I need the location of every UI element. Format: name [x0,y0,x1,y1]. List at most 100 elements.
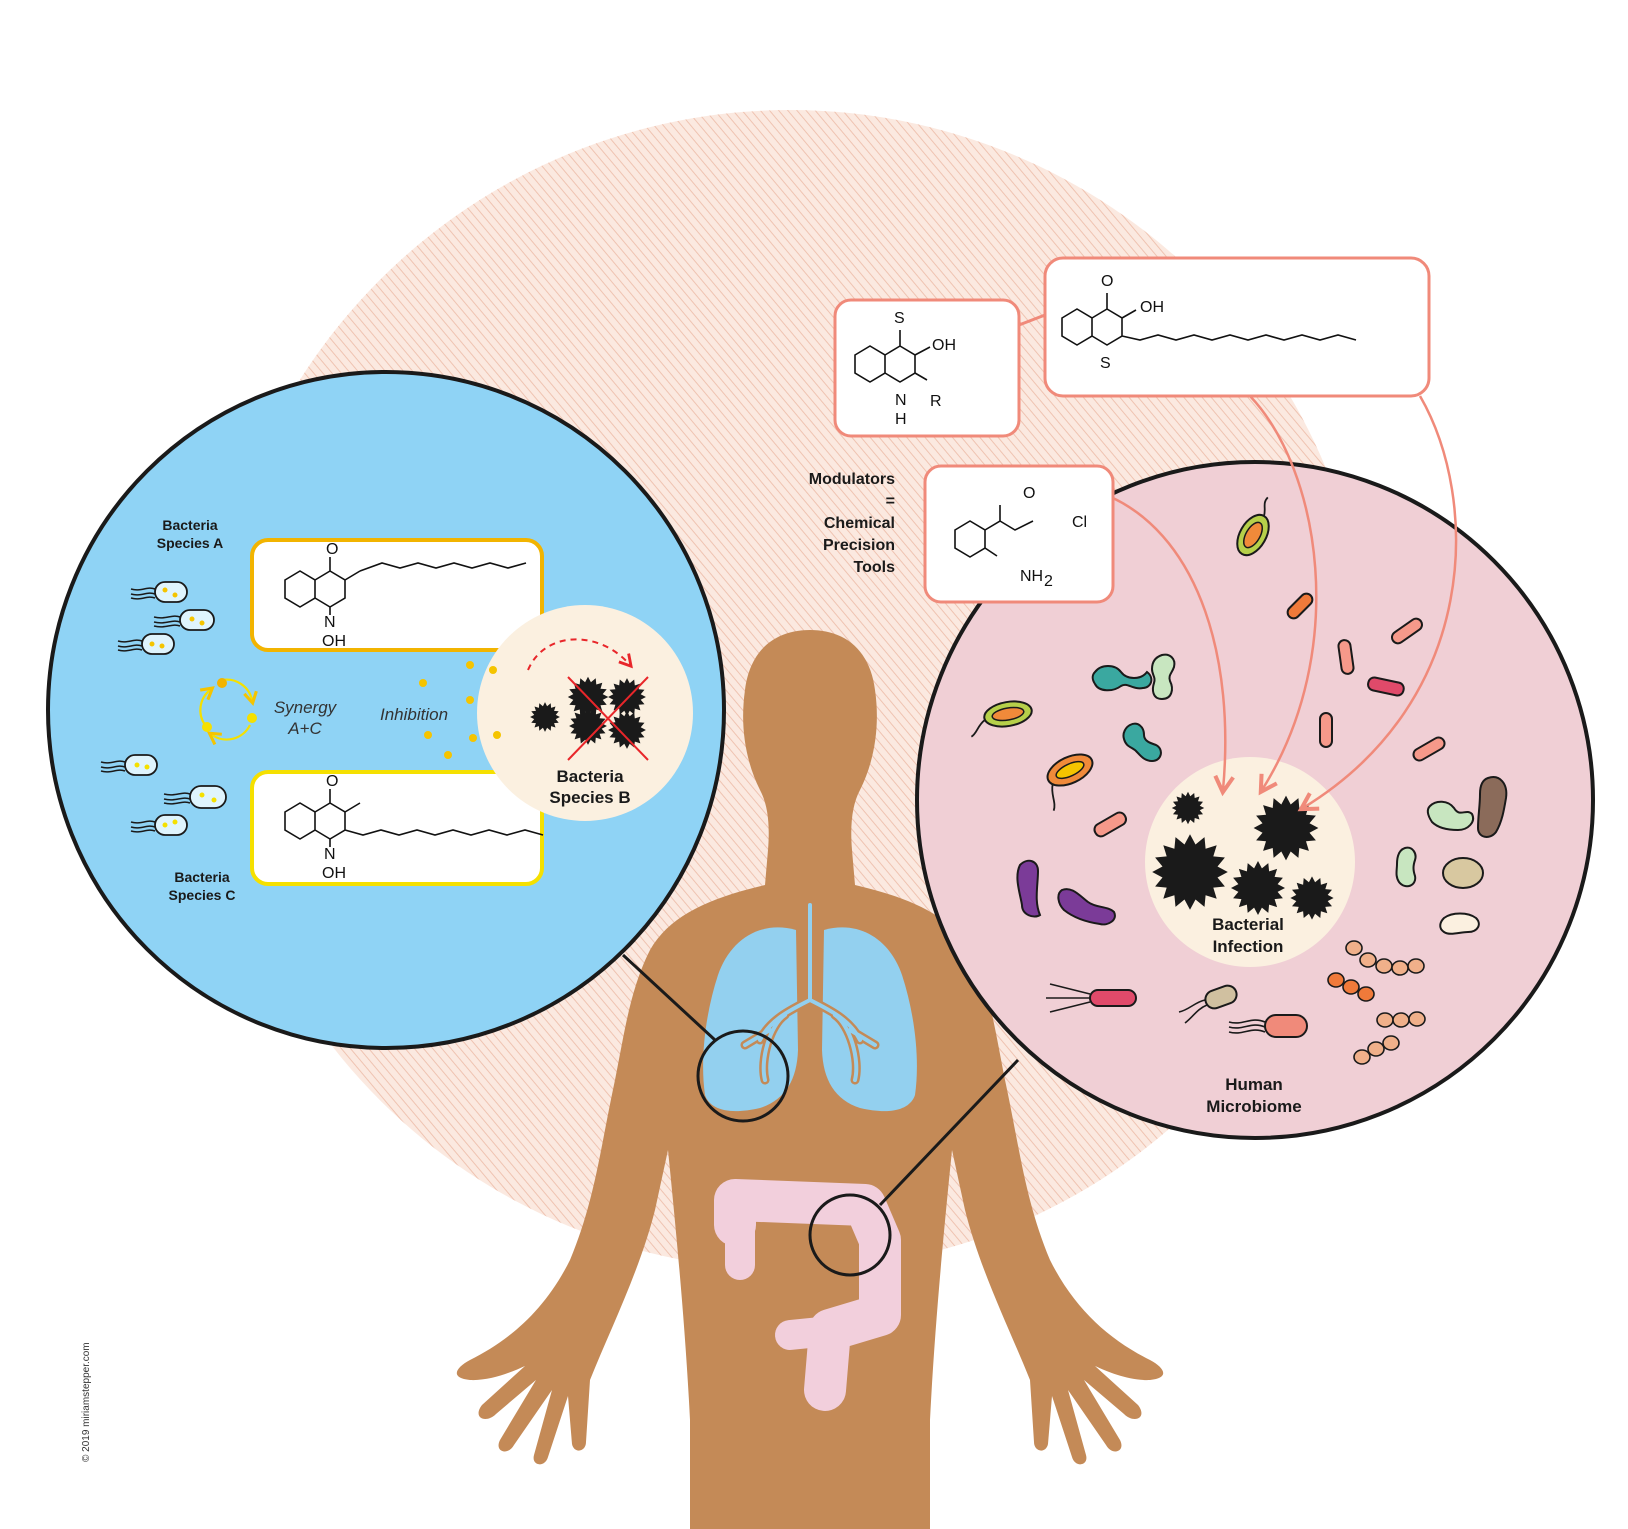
pathogen-icon [1231,861,1285,915]
modulators-section: S OH N H R O OH S O Cl NH 2 Modulators=C… [809,256,1458,812]
inhibition-cross-icon [567,676,649,761]
pathogen-body [1290,876,1334,920]
modulator-thiochromone-box: O OH S [1043,256,1431,398]
atom-n: N [324,614,336,631]
atom-oh: OH [322,865,346,882]
bacterium-icon [163,785,227,809]
bacterium-icon [1016,859,1042,918]
atom-o: O [326,773,338,790]
pathogen-icon [1152,834,1228,910]
bacterium-icon [1046,753,1094,812]
bacterium-icon [1439,912,1480,935]
bacterium-icon [1345,940,1425,976]
bacterium-icon [1412,736,1446,762]
inhibition-label: Inhibition [380,705,448,724]
credit-text: © 2019 miriamstepper.com [81,1342,92,1462]
atom-oh: OH [1140,299,1164,316]
text-line: Modulators [809,471,895,488]
text-line: Synergy [274,698,338,717]
text-line: A+C [287,719,322,738]
atom-r: R [930,393,942,410]
atom-h: H [895,411,907,428]
modulator-arrow [1249,395,1318,796]
bacterium-icon [100,754,158,776]
lung-connector [621,953,717,1042]
human-body-icon [456,630,1164,1529]
pathogen-body [1231,861,1285,915]
bacterium-icon [970,700,1033,738]
bacterium-icon [1390,617,1424,645]
text-line: Species C [169,887,236,903]
atom-s: S [894,310,905,327]
bacterium-icon [130,581,188,603]
lung-zoom-ring [696,1029,790,1123]
pathogen-icon [1290,876,1334,920]
text-line: Precision [823,537,895,554]
text-line: Bacterial [1212,915,1284,934]
bacterium-icon [1442,857,1484,889]
atom-n: N [895,392,907,409]
bacterium-icon [1367,676,1405,697]
gut-connector [878,1058,1020,1207]
atom-oh: OH [322,633,346,650]
atom-o: O [1023,485,1035,502]
bacterium-icon [130,814,188,836]
pathogen-body [608,711,646,749]
atom-oh: OH [932,337,956,354]
bacterium-icon [1353,1035,1400,1065]
text-line: Infection [1213,937,1284,956]
text-line: = [886,493,895,510]
bacterium-icon [1228,1014,1308,1038]
bacterium-icon [1057,888,1116,926]
text-line: Species B [549,788,630,807]
modulator-thioquinolone-box: S OH N H R [833,298,1021,438]
bacterium-icon [1319,712,1333,748]
species-a-bacteria [117,581,215,655]
pathogen-icon [608,711,646,749]
text-line: Microbiome [1206,1097,1301,1116]
bacterium-icon [1337,639,1355,675]
modulator-arrow [1297,395,1458,812]
pathogen-icon [530,702,560,732]
pathogen-body [1253,795,1319,861]
bacterium-icon [1122,722,1162,763]
atom-s: S [1100,355,1111,372]
pathogen-body [1152,834,1228,910]
bacterium-icon [117,633,175,655]
left-panel: O N OH O N OH [46,370,726,1050]
species-c-bacteria [100,754,227,836]
bacterium-icon [1046,983,1137,1013]
infection-pathogens [1152,791,1334,920]
pathogen-icon [1171,791,1205,825]
atom-nh: NH [1020,568,1043,585]
bacterium-icon [1376,1011,1426,1028]
microbiome-bacteria [970,496,1508,1065]
molecule-bottom-box: O N OH [250,770,544,886]
modulator-chloroketone-box: O Cl NH 2 [923,464,1115,604]
pathogen-body [530,702,560,732]
pathogen-icon [1253,795,1319,861]
pathogen-body [1171,791,1205,825]
modulator-arrow [1112,496,1235,797]
text-line: Chemical [824,515,895,532]
lungs-icon [703,900,917,1112]
atom-n: N [324,846,336,863]
atom-subscript: 2 [1044,573,1053,590]
bacterium-icon [1093,811,1128,838]
atom-o: O [1101,273,1113,290]
bacterium-icon [1178,984,1238,1024]
text-line: Human [1225,1075,1283,1094]
bacterium-icon [1236,496,1270,557]
text-line: Bacteria [174,869,229,885]
text-line: Species A [157,535,223,551]
cycle-arrows-icon [199,678,257,740]
pathogen-body [569,707,607,745]
lung-circle [46,370,726,1050]
